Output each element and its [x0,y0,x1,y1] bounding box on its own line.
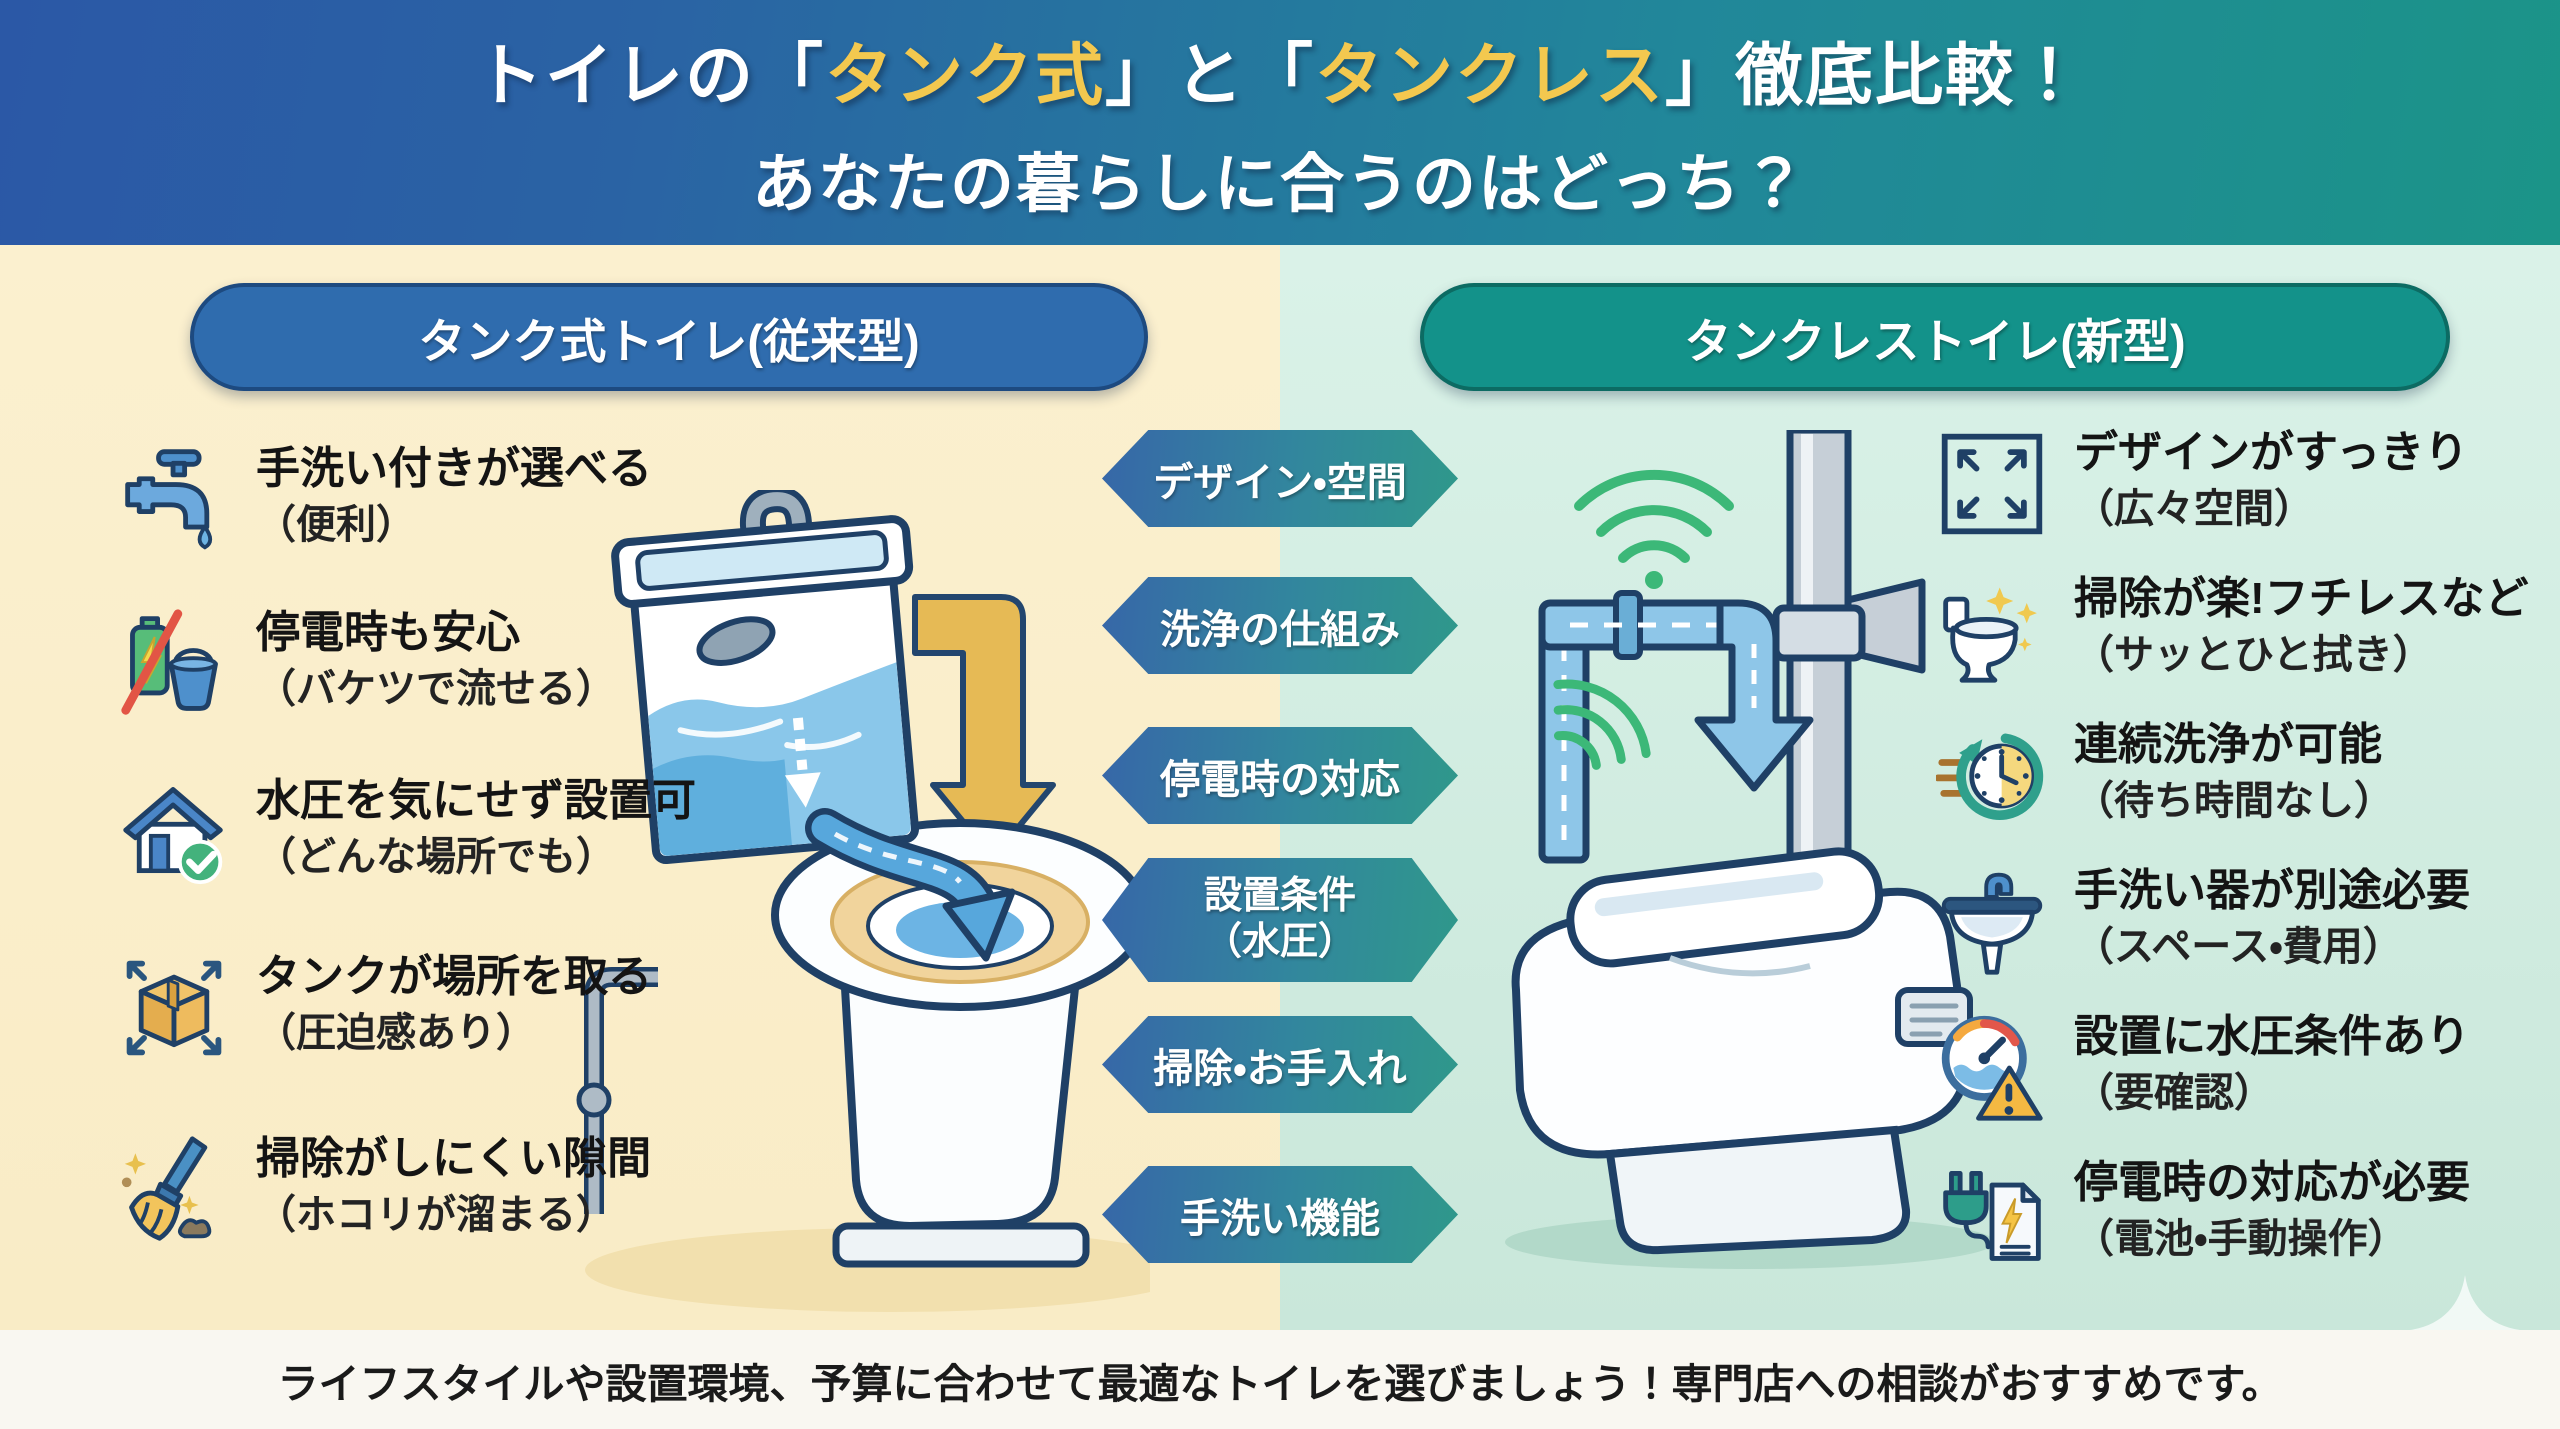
title-segment-highlight-tankless: タンクレス [1315,38,1666,114]
feature-title: デザインがすっきり [2074,428,2469,477]
title-segment: トイレの「 [474,38,825,114]
feature-note: （どんな場所でも） [256,835,616,880]
feature-title: タンクが場所を取る [256,952,652,1001]
badge-label: 停電時の対応 [1160,757,1400,802]
expand-space-icon [1936,428,2048,540]
badge-label: 設置条件 [1203,875,1356,918]
toilet-sparkle-icon [1936,574,2048,686]
tank-toilet-header-pill: タンク式トイレ(従来型) [190,283,1148,391]
speed-clock-icon [1936,720,2048,832]
page-subtitle: あなたの暮らしに合うのはどっち？ [752,148,1808,220]
wifi-signal-icon [1574,469,1734,563]
feature-continuous-flush: 連続洗浄が可能 （待ち時間なし） [1936,720,2394,832]
feature-separate-sink-needed: 手洗い器が別途必要 （スペース・費用） [1936,866,2470,978]
comparison-badge-power-outage: 停電時の対応 [1102,727,1458,824]
feature-note: （ホコリが溜まる） [256,1193,616,1238]
feature-note: （サッとひと拭き） [2074,633,2433,678]
feature-title: 停電時も安心 [256,608,520,657]
feature-title: 手洗い付きが選べる [256,444,652,493]
tankless-toilet-header-pill: タンクレストイレ(新型) [1420,283,2450,391]
feature-note: （広々空間） [2074,487,2314,532]
feature-hard-to-clean-gap: 掃除がしにくい隙間 （ホコリが溜まる） [118,1134,651,1246]
feature-note: （バケツで流せる） [256,667,616,712]
power-outage-bucket-icon [118,608,230,720]
sink-icon [1936,866,2048,978]
badge-label: 掃除・お手入れ [1153,1046,1407,1091]
feature-no-pressure-limit: 水圧を気にせず設置可 （どんな場所でも） [118,776,696,888]
feature-power-outage-safe: 停電時も安心 （バケツで流せる） [118,608,616,720]
badge-label: デザイン・空間 [1153,460,1407,505]
badge-label: 手洗い機能 [1180,1196,1380,1241]
footer-note: ライフスタイルや設置環境、予算に合わせて最適なトイレを選びましょう！専門店への相… [277,1360,2283,1407]
broom-sparkle-icon [118,1134,230,1246]
feature-title: 手洗い器が別途必要 [2074,866,2470,915]
feature-outage-plan-needed: 停電時の対応が必要 （電池・手動操作） [1936,1158,2470,1270]
feature-note: （圧迫感あり） [256,1011,536,1056]
plug-document-icon [1936,1158,2048,1270]
feature-title: 水圧を気にせず設置可 [256,776,696,825]
badge-sublabel: （水圧） [1203,921,1356,963]
feature-title: 掃除がしにくい隙間 [256,1134,652,1183]
comparison-badge-flush-mechanism: 洗浄の仕組み [1102,577,1458,674]
page-title: トイレの「タンク式」と「タンクレス」徹底比較！ [475,20,2085,119]
tankless-toilet-illustration [1505,430,1995,1269]
wifi-signal-icon [1553,679,1651,770]
feature-pressure-requirement: 設置に水圧条件あり （要確認） [1936,1012,2470,1124]
feature-note: （待ち時間なし） [2074,779,2394,824]
feature-title: 連続洗浄が可能 [2074,720,2382,769]
comparison-badge-installation: 設置条件 （水圧） [1102,858,1458,982]
feature-title: 掃除が楽!フチレスなど [2074,574,2529,623]
tankless-toilet-panel: デザインがすっきり （広々空間） 掃除が楽!フチレスなど [1280,245,2560,1330]
feature-note: （電池・手動操作） [2074,1217,2408,1262]
feature-note: （スペース・費用） [2074,925,2403,970]
title-segment: 」と「 [1104,38,1315,114]
comparison-badge-cleaning: 掃除・お手入れ [1102,1016,1458,1113]
feature-tank-takes-space: タンクが場所を取る （圧迫感あり） [118,952,652,1064]
feature-note: （便利） [256,503,416,548]
badge-label: 洗浄の仕組み [1160,607,1400,652]
footer-bar: ライフスタイルや設置環境、予算に合わせて最適なトイレを選びましょう！専門店への相… [0,1330,2560,1429]
sparkle-decoration-icon [2410,1275,2520,1330]
comparison-badge-hand-wash: 手洗い機能 [1102,1166,1458,1263]
title-segment: 」徹底比較！ [1665,38,2086,114]
feature-note: （要確認） [2074,1071,2274,1116]
box-space-icon [118,952,230,1064]
feature-title: 設置に水圧条件あり [2074,1012,2470,1061]
faucet-icon [118,444,230,556]
tank-toilet-panel: 手洗い付きが選べる （便利） 停電時も安心 [0,245,1280,1330]
feature-easy-cleaning: 掃除が楽!フチレスなど （サッとひと拭き） [1936,574,2529,686]
gauge-warning-icon [1936,1012,2048,1124]
header-banner: トイレの「タンク式」と「タンクレス」徹底比較！ あなたの暮らしに合うのはどっち？ [0,0,2560,245]
feature-hand-wash-option: 手洗い付きが選べる （便利） [118,444,652,556]
feature-sleek-design: デザインがすっきり （広々空間） [1936,428,2468,540]
feature-title: 停電時の対応が必要 [2074,1158,2470,1207]
comparison-badge-design-space: デザイン・空間 [1102,430,1458,527]
house-check-icon [118,776,230,888]
title-segment-highlight-tank: タンク式 [824,38,1105,114]
